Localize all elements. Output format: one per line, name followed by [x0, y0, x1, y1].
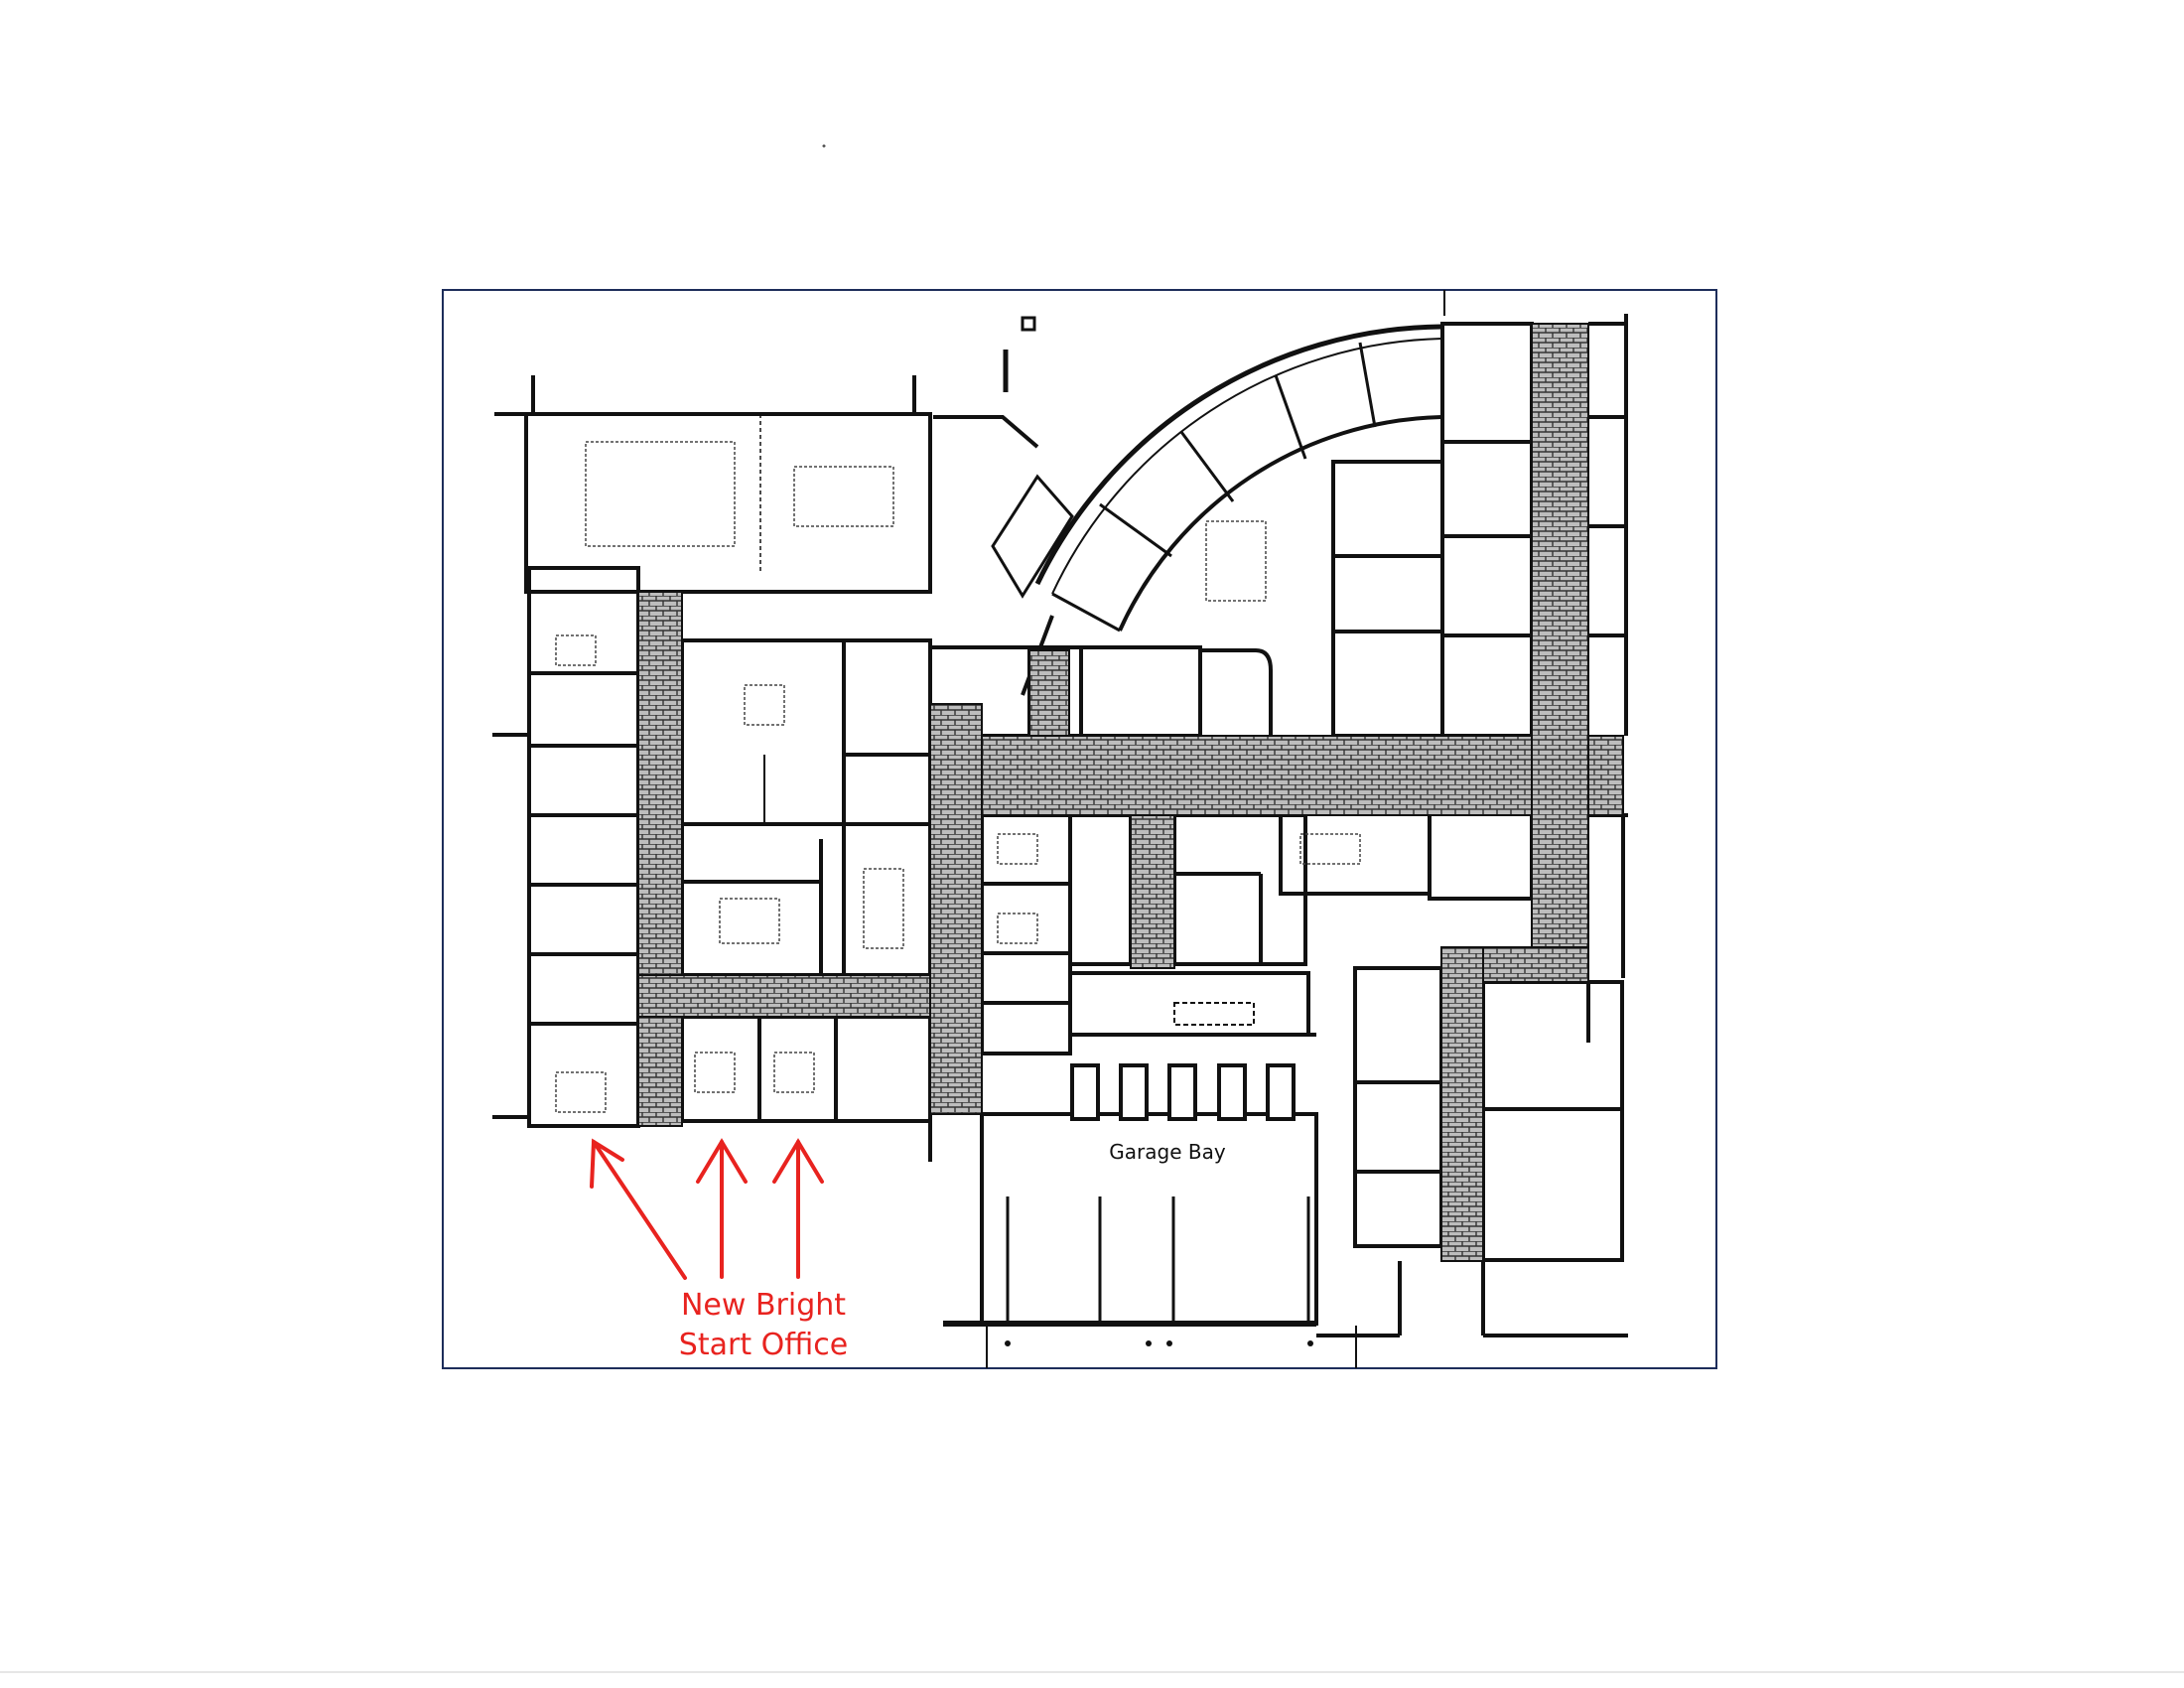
walls: [492, 314, 1628, 1337]
annotation-arrows: [590, 1138, 824, 1280]
garage-posts: [1005, 1340, 1313, 1346]
furniture: [555, 441, 1361, 1113]
annotation-line-2: Start Office: [678, 1328, 849, 1362]
arrow-2: [696, 1138, 748, 1279]
curved-wing: [933, 316, 1442, 696]
annotation-line-1: New Bright: [680, 1288, 847, 1323]
arrow-3: [772, 1138, 824, 1279]
drawing-frame: [442, 289, 1717, 1369]
arrow-1: [590, 1138, 687, 1280]
garage-stalls: [1070, 1063, 1296, 1121]
speck: [822, 144, 826, 148]
garage-bay-label: Garage Bay: [1109, 1140, 1226, 1164]
corridors: [637, 323, 1624, 1262]
